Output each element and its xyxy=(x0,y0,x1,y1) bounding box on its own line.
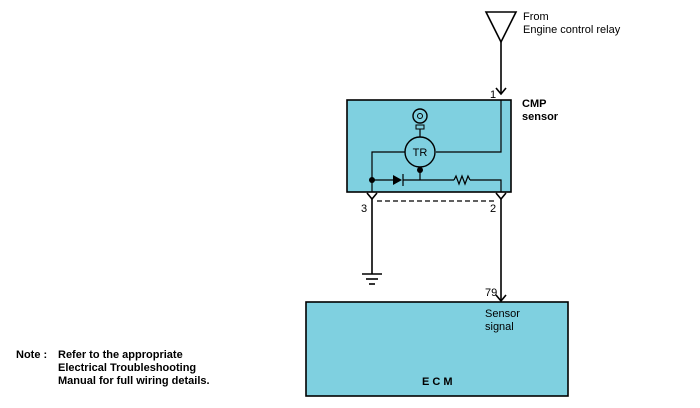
power-source-symbol xyxy=(484,11,518,44)
ecm-pin-connector-mark xyxy=(495,294,507,303)
note-block: Note : Refer to the appropriate Electric… xyxy=(16,349,210,388)
ecm-label: E C M xyxy=(422,376,453,388)
resistor-symbol xyxy=(453,174,471,186)
note-line-1: Refer to the appropriate xyxy=(58,349,183,361)
ecm-pin-label: 79 xyxy=(485,287,497,299)
pin-1-label: 1 xyxy=(490,89,496,101)
note-line-2: Electrical Troubleshooting xyxy=(58,362,197,374)
note-line-3: Manual for full wiring details. xyxy=(58,375,210,387)
pin2-connector-mark xyxy=(495,192,507,201)
ground-icon xyxy=(362,273,382,285)
ecm-signal-label-line1: Sensor xyxy=(485,308,520,320)
source-label-line2: Engine control relay xyxy=(523,24,621,36)
internal-wire-resistor-to-pin2 xyxy=(470,179,502,192)
pin3-connector-mark xyxy=(366,192,378,201)
pin-3-label: 3 xyxy=(361,203,367,215)
note-prefix: Note : xyxy=(16,349,48,361)
cmp-sensor-name-line2: sensor xyxy=(522,111,559,123)
pin-2-label: 2 xyxy=(490,203,496,215)
junction-dot-output xyxy=(417,167,423,173)
internal-wire-pin1-to-tr xyxy=(436,100,502,153)
cmp-sensor-name-line1: CMP xyxy=(522,98,546,110)
internal-wire-tr-to-ground xyxy=(371,151,405,180)
hall-element-icon xyxy=(412,108,428,137)
pin1-connector-mark xyxy=(495,87,507,96)
ecm-signal-label-line2: signal xyxy=(485,321,514,333)
source-label-line1: From xyxy=(523,11,549,23)
ecm-module xyxy=(305,301,569,397)
transistor-label: TR xyxy=(413,147,428,159)
